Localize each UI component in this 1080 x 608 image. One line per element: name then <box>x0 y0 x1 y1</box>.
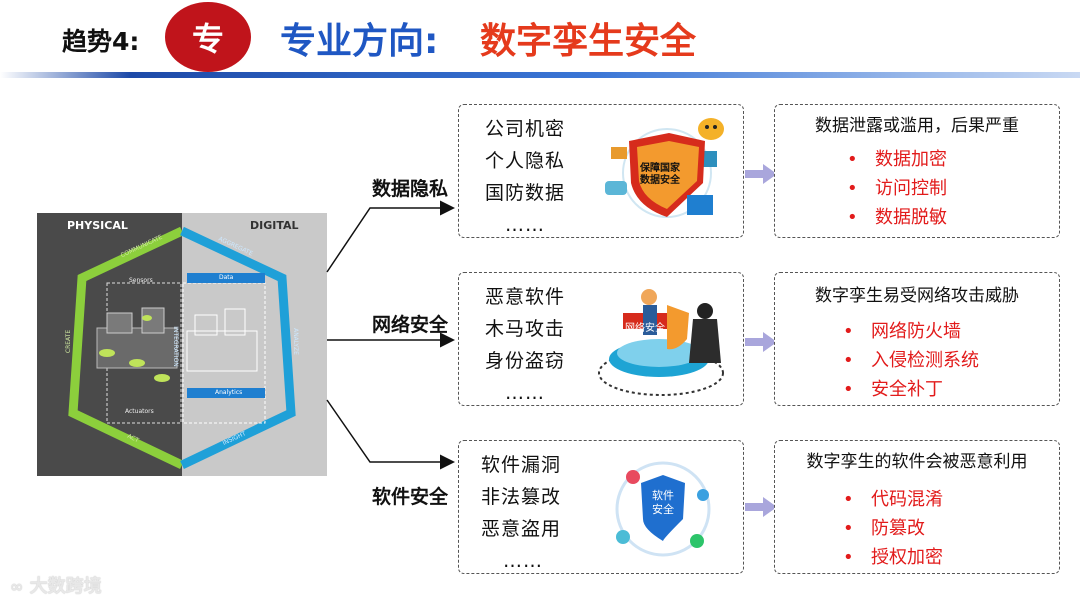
title-prefix: 专业方向: <box>280 21 439 62</box>
bullet-dot: • <box>843 350 854 371</box>
software-caption-line: 安全 <box>652 503 674 516</box>
bullet-dot: • <box>847 149 858 170</box>
threat-list-privacy: 公司机密 个人隐私 国防数据 …… <box>485 113 565 241</box>
physical-cycle-ring <box>68 226 184 470</box>
measure-item: • 访问控制 <box>847 174 947 203</box>
physical-label: PHYSICAL <box>67 219 128 232</box>
threat-item: …… <box>503 550 543 572</box>
summary-software: 数字孪生的软件会被恶意利用 <box>806 452 1028 472</box>
measure-item: • 授权加密 <box>843 543 943 572</box>
shield-illustration <box>605 118 724 218</box>
machine-sketch-digital <box>186 273 265 398</box>
measure-text: 安全补丁 <box>871 379 943 400</box>
threat-box-privacy: 公司机密 个人隐私 国防数据 …… 保障国家 数据安全 <box>458 104 744 238</box>
bullet-dot: • <box>847 207 858 228</box>
measure-text: 数据加密 <box>875 149 947 170</box>
digital-cycle-ring <box>180 226 296 470</box>
bullet-dot: • <box>843 321 854 342</box>
page-title: 数字孪生安全 <box>480 21 697 62</box>
measure-text: 数据脱敏 <box>875 207 947 228</box>
threat-item: 身份盗窃 <box>485 350 566 372</box>
analytics-bar <box>187 388 265 398</box>
measure-item: • 防篡改 <box>843 514 943 543</box>
shield-caption-line: 数据安全 <box>640 175 680 186</box>
measure-item: • 安全补丁 <box>843 375 979 404</box>
threat-item: 木马攻击 <box>485 318 566 340</box>
badge-circle: 专 <box>165 2 251 72</box>
threat-item: 个人隐私 <box>485 150 566 172</box>
software-caption-line: 软件 <box>652 489 674 502</box>
software-shield-illustration <box>615 461 711 557</box>
measure-box-software: 数字孪生的软件会被恶意利用 • 代码混淆 • 防篡改 • 授权加密 <box>774 440 1060 574</box>
summary-privacy: 数据泄露或滥用，后果严重 <box>815 116 1019 136</box>
threat-item: …… <box>505 214 545 236</box>
threat-item: …… <box>505 382 545 404</box>
measure-text: 入侵检测系统 <box>871 350 979 371</box>
watermark-logo-icon: ∞ <box>10 577 24 596</box>
measure-item: • 代码混淆 <box>843 485 943 514</box>
software-caption: 软件 安全 <box>652 489 674 517</box>
header-divider <box>0 72 1080 78</box>
bullet-dot: • <box>847 178 858 199</box>
threat-list-network: 恶意软件 木马攻击 身份盗窃 …… <box>485 281 565 409</box>
shield-caption-line: 保障国家 <box>640 163 680 174</box>
measure-text: 防篡改 <box>871 518 925 539</box>
arrow-icon <box>745 164 777 184</box>
network-caption: 网络安全 <box>625 323 665 334</box>
threat-item: 非法篡改 <box>481 486 562 508</box>
arrow-icon <box>745 497 777 517</box>
data-label: Data <box>219 274 234 281</box>
sensors-label: Sensors <box>129 277 153 284</box>
twin-cycle-graphic <box>68 226 296 470</box>
digital-twin-figure: PHYSICAL DIGITAL COMMUNICATE AGGREGATE C… <box>37 213 327 476</box>
trend-label: 趋势4: <box>62 27 140 56</box>
measure-list-privacy: • 数据加密 • 访问控制 • 数据脱敏 <box>847 145 947 232</box>
threat-item: 恶意盗用 <box>481 518 562 540</box>
connector-software <box>326 399 455 470</box>
measure-text: 授权加密 <box>871 547 943 568</box>
measure-box-privacy: 数据泄露或滥用，后果严重 • 数据加密 • 访问控制 • 数据脱敏 <box>774 104 1060 238</box>
machine-sketch-physical <box>96 307 178 382</box>
analytics-label: Analytics <box>215 389 243 396</box>
threat-item: 国防数据 <box>485 182 566 204</box>
threat-item: 软件漏洞 <box>481 454 562 476</box>
measure-list-network: • 网络防火墙 • 入侵检测系统 • 安全补丁 <box>843 317 979 404</box>
measure-text: 访问控制 <box>875 178 947 199</box>
measure-item: • 网络防火墙 <box>843 317 979 346</box>
measure-list-software: • 代码混淆 • 防篡改 • 授权加密 <box>843 485 943 572</box>
branch-label-network: 网络安全 <box>372 314 449 336</box>
threat-box-network: 恶意软件 木马攻击 身份盗窃 …… 网络安全 <box>458 272 744 406</box>
measure-text: 代码混淆 <box>871 489 943 510</box>
watermark-text: 大数跨境 <box>29 576 102 597</box>
network-attack-illustration <box>598 289 724 396</box>
threat-list-software: 软件漏洞 非法篡改 恶意盗用 …… <box>481 449 561 577</box>
threat-box-software: 软件漏洞 非法篡改 恶意盗用 …… 软件 安全 <box>458 440 744 574</box>
connector-privacy <box>326 200 455 273</box>
bullet-dot: • <box>843 547 854 568</box>
measure-box-network: 数字孪生易受网络攻击威胁 • 网络防火墙 • 入侵检测系统 • 安全补丁 <box>774 272 1060 406</box>
threat-item: 公司机密 <box>485 118 566 140</box>
bullet-dot: • <box>843 379 854 400</box>
bullet-dot: • <box>843 518 854 539</box>
measure-item: • 入侵检测系统 <box>843 346 979 375</box>
measure-item: • 数据脱敏 <box>847 203 947 232</box>
bullet-dot: • <box>843 489 854 510</box>
measure-text: 网络防火墙 <box>871 321 961 342</box>
branch-label-privacy: 数据隐私 <box>372 178 449 200</box>
threat-item: 恶意软件 <box>485 286 566 308</box>
digital-label: DIGITAL <box>250 219 299 232</box>
summary-network: 数字孪生易受网络攻击威胁 <box>815 286 1019 306</box>
arrow-icon <box>745 332 777 352</box>
badge-text: 专 <box>191 20 224 58</box>
shield-caption: 保障国家 数据安全 <box>640 163 680 187</box>
watermark: ∞ 大数跨境 <box>10 572 102 598</box>
data-bar <box>187 273 265 283</box>
actuators-label: Actuators <box>125 408 154 415</box>
measure-item: • 数据加密 <box>847 145 947 174</box>
branch-label-software: 软件安全 <box>372 486 449 508</box>
